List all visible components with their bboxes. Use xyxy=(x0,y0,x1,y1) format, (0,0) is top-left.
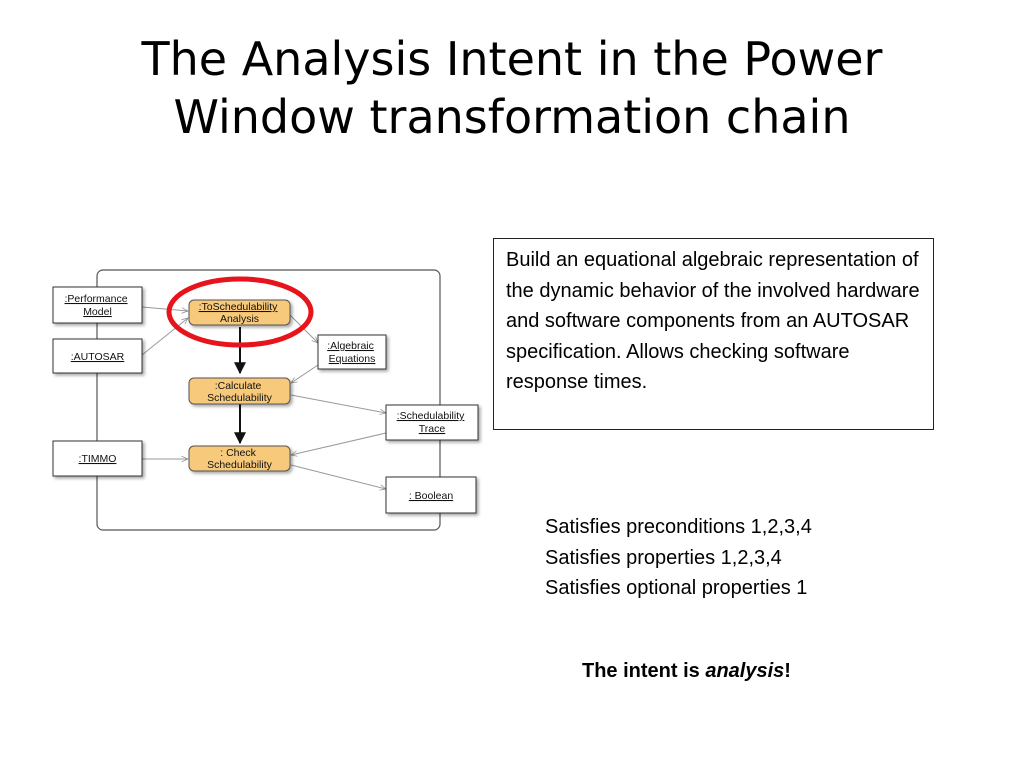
transformation-chain-diagram: :Performance Model :AUTOSAR :TIMMO :ToSc… xyxy=(52,269,479,531)
description-box: Build an equational algebraic representa… xyxy=(493,238,934,430)
node-autosar-box xyxy=(52,338,143,374)
node-timmo-label: :TIMMO xyxy=(79,453,117,465)
node-schedulability-trace-box xyxy=(385,404,479,441)
node-toschedulability-label: :ToSchedulability Analysis xyxy=(199,301,281,325)
node-algebraic-equations-box xyxy=(317,334,387,370)
node-algebraic-equations-label: :Algebraic Equations xyxy=(327,340,377,365)
intent-prefix: The intent is xyxy=(582,660,706,682)
edge-performance-to-toschedulability xyxy=(141,306,188,311)
description-text: Build an equational algebraic representa… xyxy=(506,249,920,393)
slide-title-line-2: Window transformation chain xyxy=(173,90,851,144)
node-check-schedulability-box xyxy=(188,445,291,472)
intent-suffix: ! xyxy=(784,660,791,682)
satisfies-properties: Satisfies properties 1,2,3,4 xyxy=(545,546,782,569)
node-boolean-box xyxy=(385,476,477,514)
node-autosar-label: :AUTOSAR xyxy=(71,351,125,363)
satisfies-list: Satisfies preconditions 1,2,3,4 Satisfie… xyxy=(545,512,812,604)
slide-title-line-1: The Analysis Intent in the Power xyxy=(141,32,883,86)
edge-algebraic-to-calculate xyxy=(291,364,319,383)
node-check-schedulability-label: : Check Schedulability xyxy=(207,447,273,471)
intent-emphasis: analysis xyxy=(705,660,785,682)
node-calculate-schedulability-box xyxy=(188,377,291,405)
node-performance-model-label: :Performance Model xyxy=(65,293,131,318)
edge-trace-to-check xyxy=(291,432,387,455)
intent-statement: The intent is analysis! xyxy=(582,660,791,683)
edge-autosar-to-toschedulability xyxy=(141,318,188,356)
node-performance-model-box xyxy=(52,286,143,324)
node-schedulability-trace-label: :Schedulability Trace xyxy=(397,410,468,435)
node-timmo-box xyxy=(52,440,143,477)
edge-calculate-to-trace xyxy=(290,394,386,413)
node-calculate-schedulability-label: :Calculate Schedulability xyxy=(207,380,273,404)
node-boolean-label: : Boolean xyxy=(409,490,454,502)
node-toschedulability-box xyxy=(188,299,291,326)
satisfies-preconditions: Satisfies preconditions 1,2,3,4 xyxy=(545,516,812,538)
satisfies-optional-properties: Satisfies optional properties 1 xyxy=(545,577,808,599)
edge-check-to-boolean xyxy=(290,464,386,489)
slide-title: The Analysis Intent in the Power Window … xyxy=(60,30,964,146)
highlight-ring xyxy=(166,276,314,348)
